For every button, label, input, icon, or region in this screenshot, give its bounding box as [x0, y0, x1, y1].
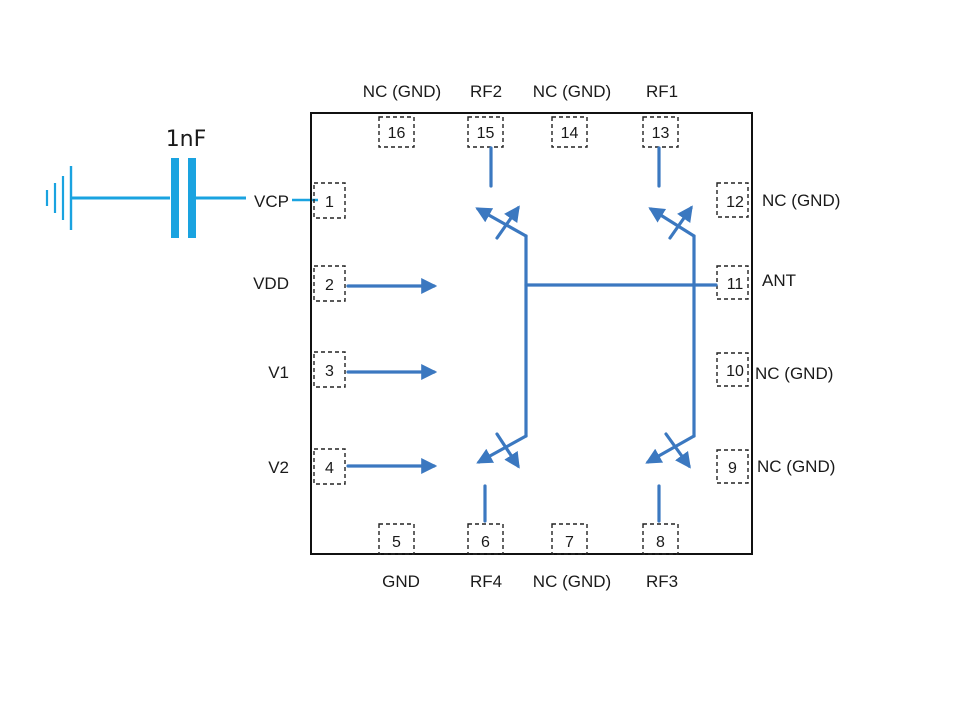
pin-number: 1: [325, 194, 334, 211]
pin-8: 8 RF3: [642, 523, 679, 591]
ground-icon: [45, 166, 73, 230]
pin-number: 7: [565, 534, 574, 551]
pin-number: 16: [388, 125, 406, 142]
pin-label: RF1: [646, 82, 678, 101]
pin-label: V1: [268, 363, 289, 382]
pin-7: 7 NC (GND): [533, 523, 611, 591]
pin-label: RF4: [470, 572, 502, 591]
pin-number: 5: [392, 534, 401, 551]
pin-12: 12 NC (GND): [716, 182, 840, 218]
pin-16: 16 NC (GND): [363, 82, 441, 148]
pin-13: 13 RF1: [642, 82, 679, 148]
pin-number: 12: [726, 194, 744, 211]
pin-label: V2: [268, 458, 289, 477]
pin-2: 2 VDD: [253, 265, 346, 302]
pin-number: 15: [477, 125, 495, 142]
pin-number: 2: [325, 277, 334, 294]
rf2-switch-arm-b: [495, 205, 520, 240]
pin-number: 4: [325, 460, 334, 477]
pin-1: 1 VCP: [254, 182, 346, 219]
pin-10: 10 NC (GND): [716, 352, 833, 387]
rf1-switch-arm: [648, 207, 696, 238]
switch-network: [475, 146, 718, 523]
pin-number: 6: [481, 534, 490, 551]
rf1-switch-arm-b: [668, 205, 693, 240]
pin-15: 15 RF2: [467, 82, 504, 148]
pin-5: 5 GND: [378, 523, 420, 591]
pin-4: 4 V2: [268, 448, 346, 485]
rf4-switch-arm: [476, 434, 528, 464]
pin-label: NC (GND): [533, 82, 611, 101]
capacitor-plate-right: [188, 158, 196, 238]
pin-9: 9 NC (GND): [716, 449, 835, 484]
capacitor-value: 1nF: [166, 127, 207, 152]
pin-3: 3 V1: [268, 351, 346, 388]
pin-label: NC (GND): [755, 364, 833, 383]
pin-label: VCP: [254, 192, 289, 211]
pin-number: 3: [325, 363, 334, 380]
pin-label: ANT: [762, 271, 796, 290]
pin-label: NC (GND): [762, 191, 840, 210]
pin-number: 11: [727, 276, 744, 293]
pin-number: 14: [561, 125, 579, 142]
pin-label: NC (GND): [757, 457, 835, 476]
pin-label: NC (GND): [533, 572, 611, 591]
pin-number: 13: [652, 125, 670, 142]
capacitor-symbol: 1nF: [71, 127, 246, 238]
pin-number: 9: [728, 460, 737, 477]
pin-label: VDD: [253, 274, 289, 293]
pin-11: 11 ANT: [716, 265, 796, 300]
rf2-switch-arm: [475, 207, 528, 238]
capacitor-plate-left: [171, 158, 179, 238]
pin-6: 6 RF4: [467, 523, 504, 591]
pin-number: 8: [656, 534, 665, 551]
pin-14: 14 NC (GND): [533, 82, 611, 148]
rf4-switch-arm-b: [495, 432, 520, 469]
pin-label: RF3: [646, 572, 678, 591]
pin-number: 10: [726, 363, 744, 380]
pin-label: GND: [382, 572, 420, 591]
pin-label: NC (GND): [363, 82, 441, 101]
rf3-switch-arm: [645, 434, 696, 464]
pin-label: RF2: [470, 82, 502, 101]
chip-body: [310, 112, 753, 555]
rf3-switch-arm-b: [664, 432, 691, 469]
